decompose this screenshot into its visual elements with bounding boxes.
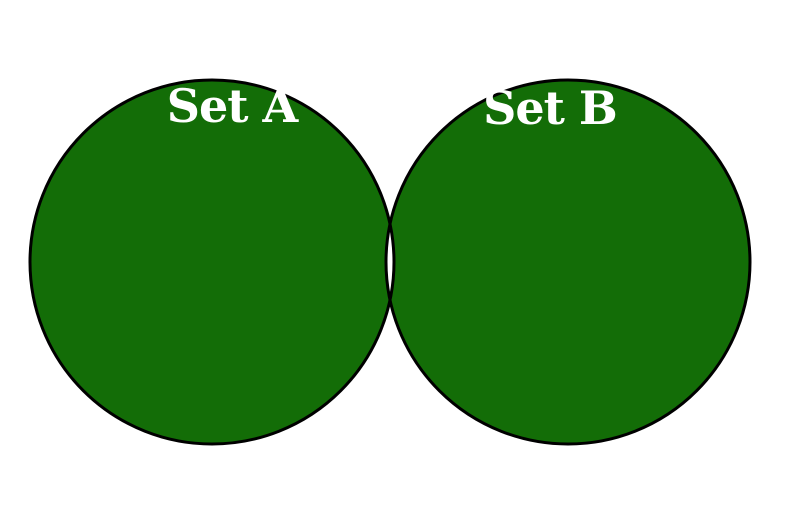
set-b-circle: [386, 80, 750, 444]
set-a-circle: [30, 80, 394, 444]
set-a-label: Set A: [167, 79, 300, 133]
set-a-outline: [28, 78, 396, 446]
set-b-label: Set B: [483, 81, 617, 135]
set-b-outline: [384, 78, 752, 446]
